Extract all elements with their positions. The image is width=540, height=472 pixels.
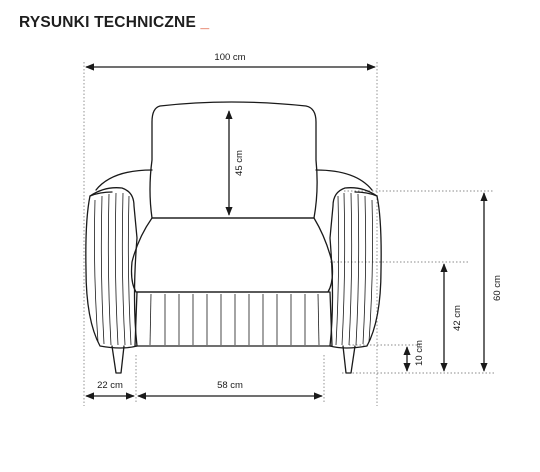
- channel-stitching: [94, 192, 373, 346]
- back-shell-right: [315, 169, 373, 191]
- left-leg: [111, 345, 125, 374]
- backrest-cushion: [149, 101, 318, 219]
- total-height-label: 60 cm: [492, 275, 503, 301]
- dimension-arrows: [85, 63, 488, 400]
- left-armrest-top: [89, 191, 113, 197]
- right-leg: [342, 345, 356, 374]
- page-title: RYSUNKI TECHNICZNE _: [19, 14, 209, 32]
- title-accent: _: [200, 14, 210, 31]
- seat-height-label: 42 cm: [452, 305, 463, 331]
- page-title-text: RYSUNKI TECHNICZNE: [19, 14, 196, 31]
- seat-cushion: [130, 217, 334, 293]
- guide-lines: [83, 62, 494, 406]
- right-armrest: [329, 187, 382, 349]
- back-shell-left: [95, 169, 153, 191]
- right-armrest-top: [354, 191, 378, 197]
- armchair: [85, 101, 382, 374]
- backrest-height-label: 45 cm: [234, 150, 245, 176]
- armrest-width-label: 22 cm: [97, 380, 123, 391]
- total-width-label: 100 cm: [214, 52, 245, 63]
- leg-height-label: 10 cm: [414, 340, 425, 366]
- seat-width-label: 58 cm: [217, 380, 243, 391]
- seat-base: [134, 291, 333, 347]
- left-armrest: [85, 187, 138, 349]
